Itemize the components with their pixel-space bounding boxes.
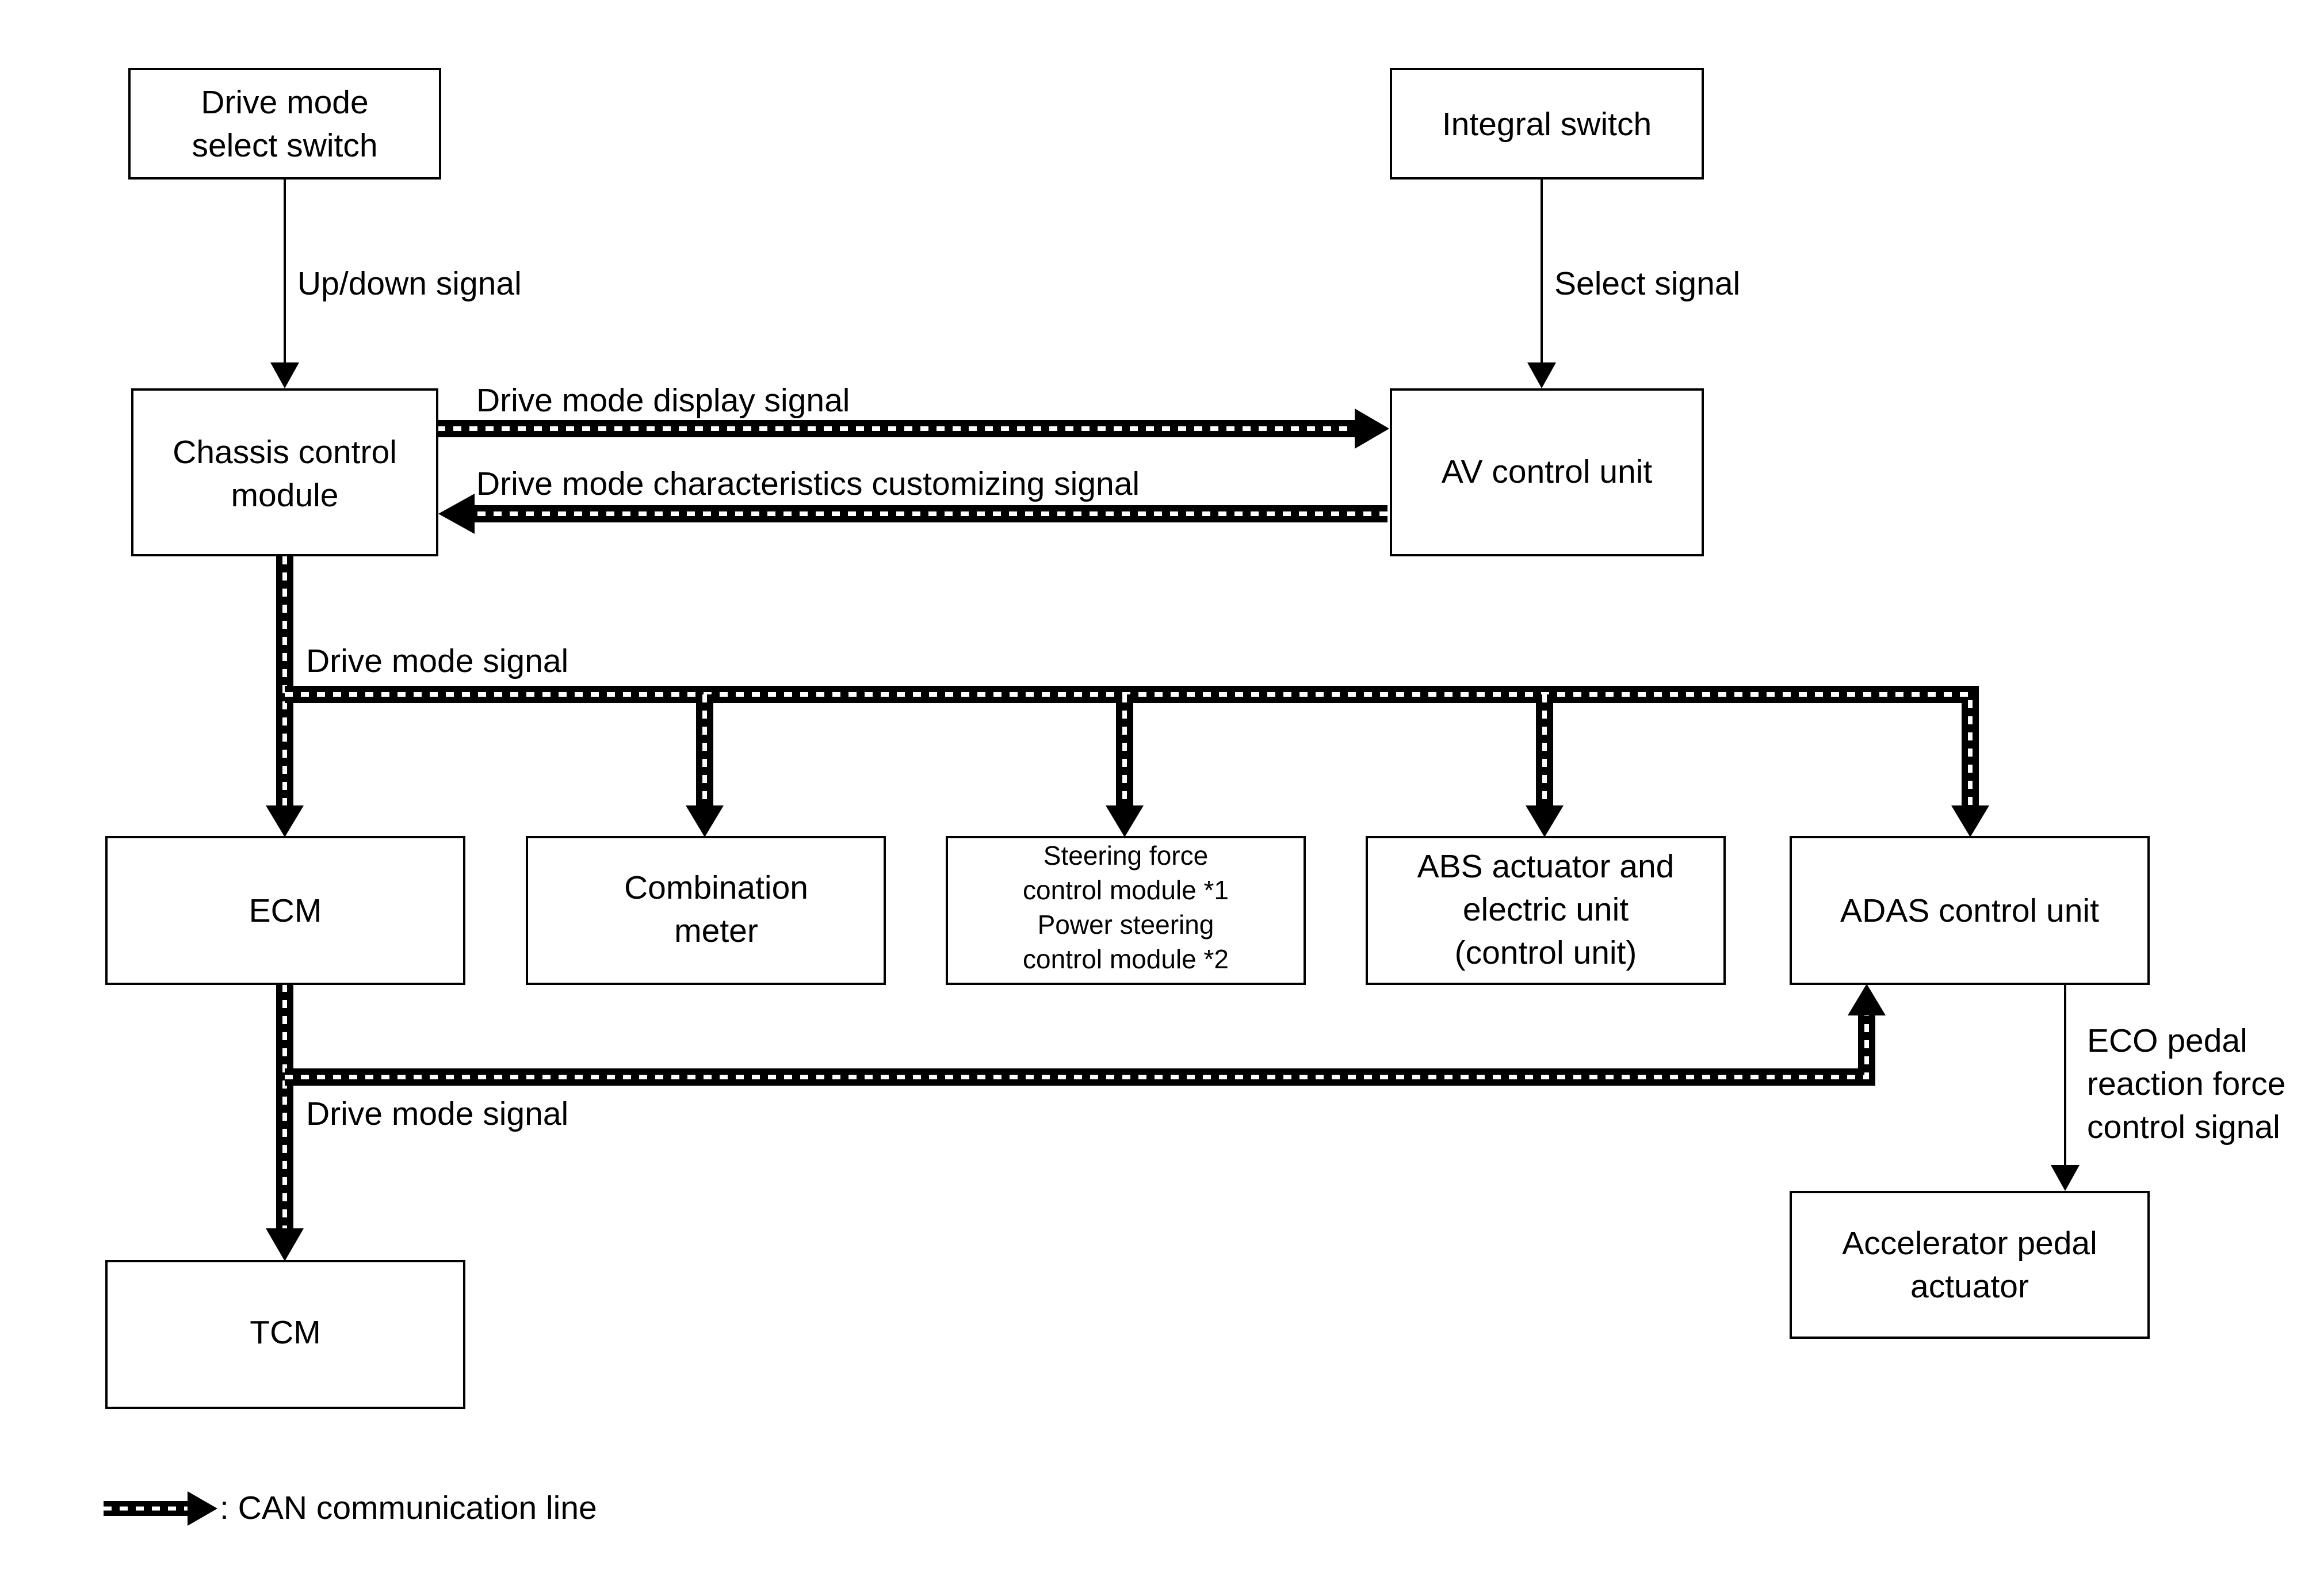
chassis-control-module-box: Chassis control module (131, 388, 438, 556)
ecm-box: ECM (105, 836, 465, 985)
adas-control-unit-box: ADAS control unit (1790, 836, 2150, 985)
svg-text:TCM: TCM (250, 1314, 320, 1351)
select-signal-label: Select signal (1554, 265, 1740, 302)
svg-text:Steering force: Steering force (1043, 841, 1208, 870)
accelerator-pedal-actuator-box: Accelerator pedal actuator (1790, 1191, 2150, 1339)
svg-text:Combination: Combination (624, 869, 808, 906)
svg-text:ECM: ECM (249, 892, 322, 929)
eco-pedal-signal-label-2: reaction force (2087, 1066, 2285, 1102)
svg-text:(control unit): (control unit) (1455, 934, 1637, 971)
svg-text:electric unit: electric unit (1463, 891, 1629, 928)
up-down-signal-label: Up/down signal (297, 265, 522, 302)
svg-text:Accelerator pedal: Accelerator pedal (1842, 1225, 2097, 1262)
svg-text:ABS actuator and: ABS actuator and (1417, 848, 1675, 885)
tcm-box: TCM (105, 1260, 465, 1409)
legend: : CAN communication line (104, 1490, 597, 1526)
drive-mode-signal-label-lower: Drive mode signal (306, 1095, 568, 1132)
abs-actuator-box: ABS actuator and electric unit (control … (1366, 836, 1726, 985)
can-lines (266, 408, 1989, 1261)
legend-text: : CAN communication line (220, 1490, 597, 1526)
drive-mode-select-switch-box: Drive mode select switch (128, 68, 441, 180)
svg-text:Chassis control: Chassis control (173, 434, 397, 471)
combination-meter-box: Combination meter (526, 836, 886, 985)
drive-mode-signal-label-upper: Drive mode signal (306, 643, 568, 679)
svg-text:control module *2: control module *2 (1023, 944, 1229, 974)
display-signal-label: Drive mode display signal (476, 382, 850, 419)
svg-text:module: module (231, 477, 339, 514)
customizing-signal-label: Drive mode characteristics customizing s… (476, 465, 1140, 502)
legend-arrow-icon (188, 1491, 217, 1526)
eco-pedal-signal-label-1: ECO pedal (2087, 1022, 2247, 1059)
svg-text:AV control unit: AV control unit (1442, 453, 1653, 490)
svg-text:Drive mode: Drive mode (201, 84, 368, 121)
svg-text:select switch: select switch (192, 127, 377, 164)
svg-text:Integral switch: Integral switch (1442, 106, 1652, 143)
steering-module-box: Steering force control module *1 Power s… (946, 836, 1306, 985)
svg-text:ADAS control unit: ADAS control unit (1840, 892, 2099, 929)
svg-text:actuator: actuator (1910, 1268, 2029, 1305)
svg-text:meter: meter (674, 912, 758, 949)
integral-switch-box: Integral switch (1390, 68, 1704, 180)
thin-signal-lines (270, 180, 2080, 1191)
svg-text:Power steering: Power steering (1038, 910, 1214, 940)
eco-pedal-signal-label-3: control signal (2087, 1109, 2280, 1145)
svg-text:control module *1: control module *1 (1023, 875, 1229, 905)
av-control-unit-box: AV control unit (1390, 388, 1704, 556)
